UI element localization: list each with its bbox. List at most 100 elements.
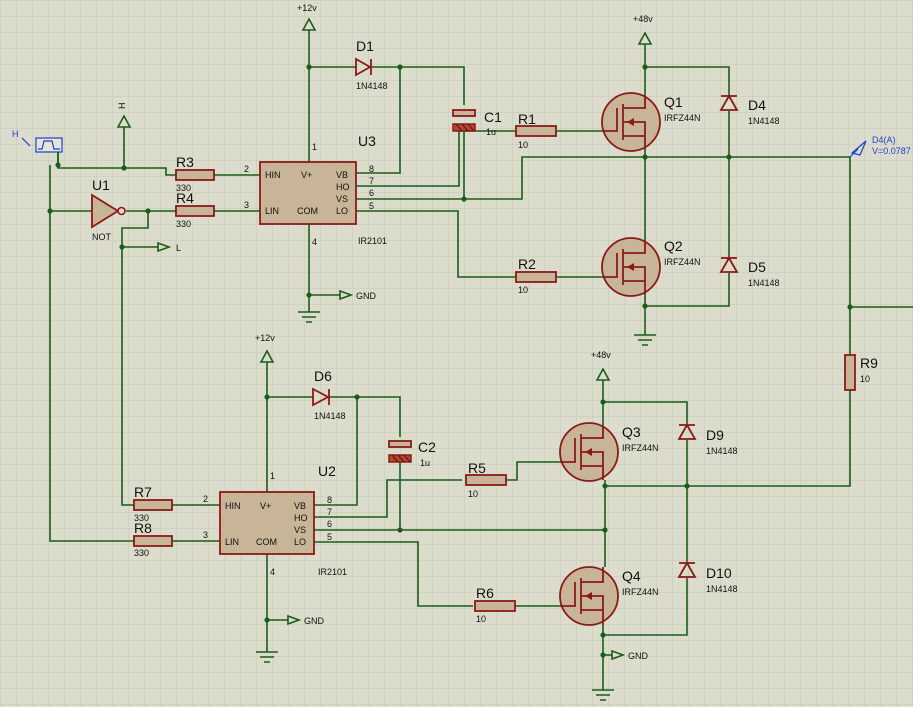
mosfet-q3[interactable]: Q3 IRFZ44N — [559, 422, 659, 482]
ref-label: Q2 — [664, 238, 683, 254]
diode-d10[interactable]: D10 1N4148 — [677, 561, 738, 594]
pin-label: HIN — [265, 170, 281, 180]
ref-label: D4 — [748, 97, 766, 113]
value-label: 1N4148 — [748, 116, 780, 126]
resistor-r3[interactable]: R3 330 — [175, 154, 215, 193]
mosfet-q2[interactable]: Q2 IRFZ44N — [601, 237, 701, 297]
resistor-r6[interactable]: R6 10 — [474, 585, 516, 624]
ref-label: C2 — [418, 439, 436, 455]
ref-label: D6 — [314, 368, 332, 384]
value-label: IR2101 — [318, 567, 347, 577]
gnd-label: GND — [356, 291, 377, 301]
wires-top — [49, 30, 913, 542]
pin-number: 8 — [327, 495, 332, 505]
inverter-u1[interactable]: U1 NOT — [91, 177, 126, 242]
signal-generator-h[interactable]: H — [12, 129, 63, 165]
value-label: 10 — [860, 374, 870, 384]
terminal-label: L — [176, 243, 181, 253]
pin-number: 1 — [312, 142, 317, 152]
ref-label: Q1 — [664, 94, 683, 110]
current-probe-d4[interactable]: D4(A) V=0.0787 — [849, 135, 911, 158]
value-label: IRFZ44N — [664, 257, 701, 267]
resistor-r5[interactable]: R5 10 — [465, 460, 507, 499]
value-label: 10 — [468, 489, 478, 499]
diode-d6[interactable]: D6 1N4148 — [312, 368, 346, 421]
mosfet-q1[interactable]: Q1 IRFZ44N — [601, 92, 701, 152]
terminal-label: H — [12, 129, 19, 139]
pin-label: VS — [336, 194, 348, 204]
ref-label: U1 — [92, 177, 110, 193]
pin-label: LO — [336, 206, 348, 216]
pin-label: COM — [297, 206, 318, 216]
value-label: IRFZ44N — [664, 113, 701, 123]
pin-number: 2 — [203, 494, 208, 504]
pin-label: VB — [294, 501, 306, 511]
pin-number: 3 — [203, 530, 208, 540]
value-label: IRFZ44N — [622, 443, 659, 453]
diode-d1[interactable]: D1 1N4148 — [355, 38, 388, 91]
pin-number: 4 — [312, 237, 317, 247]
diode-d5[interactable]: D5 1N4148 — [719, 256, 780, 288]
pin-number: 6 — [369, 188, 374, 198]
pin-number: 2 — [244, 164, 249, 174]
junctions — [47, 64, 853, 658]
value-label: 1N4148 — [706, 584, 738, 594]
ref-label: D1 — [356, 38, 374, 54]
ref-label: D5 — [748, 259, 766, 275]
ref-label: R4 — [176, 190, 194, 206]
capacitor-c2[interactable]: C2 1u — [388, 439, 436, 468]
diode-d9[interactable]: D9 1N4148 — [677, 423, 738, 456]
pin-label: HO — [294, 513, 308, 523]
pin-label: LO — [294, 537, 306, 547]
resistor-r9[interactable]: R9 10 — [844, 354, 878, 391]
resistor-r1[interactable]: R1 10 — [515, 111, 557, 150]
value-label: 1N4148 — [314, 411, 346, 421]
resistor-r4[interactable]: R4 330 — [175, 190, 215, 229]
pin-label: HIN — [225, 501, 241, 511]
driver-u2[interactable]: HIN V+ VB HO VS LIN COM LO 1 2 3 4 5 6 7… — [203, 463, 347, 577]
capacitor-c1[interactable]: C1 1u — [452, 109, 502, 137]
diode-d4[interactable]: D4 1N4148 — [719, 94, 780, 126]
value-label: 1u — [420, 458, 430, 468]
pin-number: 6 — [327, 519, 332, 529]
pin-label: V+ — [260, 501, 271, 511]
terminal-h: H — [116, 103, 132, 128]
ref-label: C1 — [484, 109, 502, 125]
ref-label: R5 — [468, 460, 486, 476]
power-48v-bottom: +48v — [591, 350, 611, 381]
terminal-l: L — [157, 241, 181, 253]
ground-u2: GND — [256, 614, 325, 663]
probe-value: V=0.0787 — [872, 146, 911, 156]
resistor-r8[interactable]: R8 330 — [133, 520, 173, 558]
pin-label: HO — [336, 182, 350, 192]
ref-label: R1 — [518, 111, 536, 127]
value-label: 1N4148 — [356, 81, 388, 91]
ref-label: R2 — [518, 256, 536, 272]
power-label: +12v — [255, 333, 275, 343]
resistor-r2[interactable]: R2 10 — [515, 256, 557, 295]
power-12v-top: +12v — [297, 3, 317, 31]
pin-number: 8 — [369, 164, 374, 174]
ref-label: D9 — [706, 427, 724, 443]
ref-label: R3 — [176, 154, 194, 170]
value-label: 330 — [176, 219, 191, 229]
pin-number: 5 — [369, 201, 374, 211]
ground-u3: GND — [298, 289, 377, 323]
ref-label: D10 — [706, 565, 732, 581]
pin-number: 7 — [369, 176, 374, 186]
ref-label: Q4 — [622, 568, 641, 584]
value-label: IRFZ44N — [622, 587, 659, 597]
driver-u3[interactable]: HIN V+ VB HO VS LIN COM LO 1 2 3 4 5 6 7… — [244, 133, 387, 247]
probe-name: D4(A) — [872, 135, 896, 145]
pin-label: VS — [294, 525, 306, 535]
value-label: 330 — [134, 513, 149, 523]
value-label: 10 — [518, 285, 528, 295]
mosfet-q4[interactable]: Q4 IRFZ44N — [559, 566, 659, 626]
value-label: 330 — [176, 183, 191, 193]
value-label: 10 — [518, 140, 528, 150]
pin-number: 5 — [327, 532, 332, 542]
resistor-r7[interactable]: R7 330 — [133, 484, 173, 523]
ref-label: R9 — [860, 355, 878, 371]
